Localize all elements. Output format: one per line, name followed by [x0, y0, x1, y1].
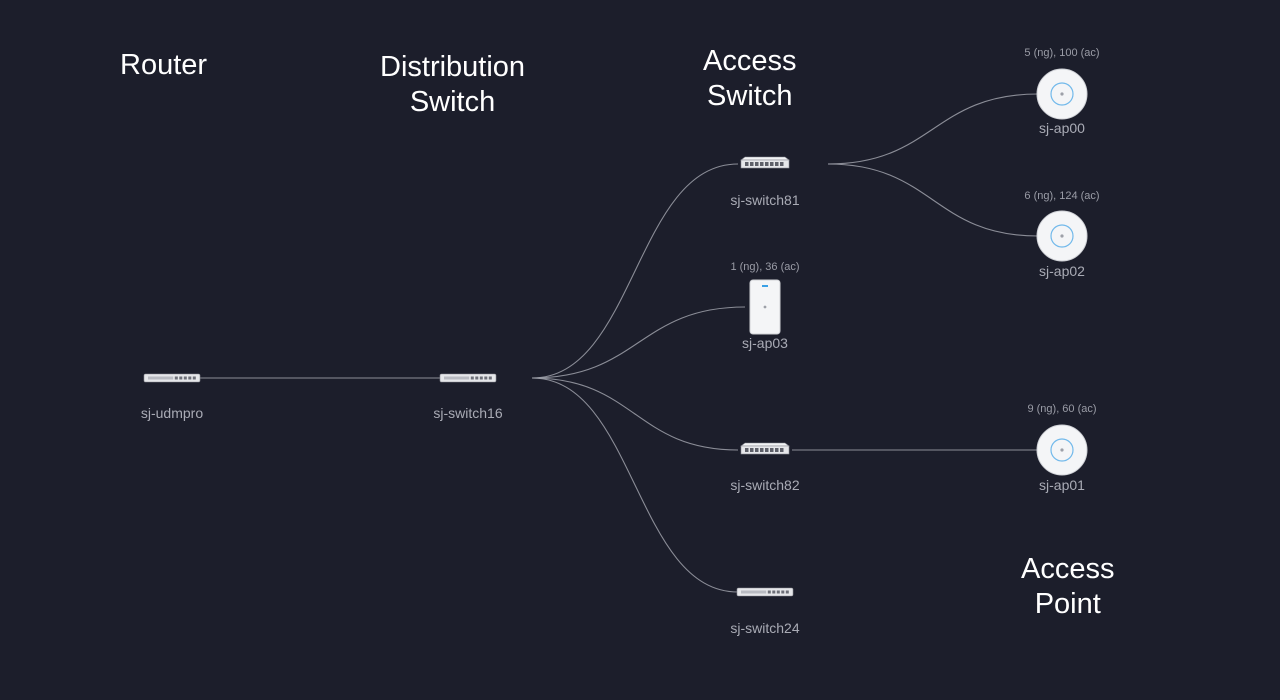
links-layer	[198, 93, 1039, 593]
link-switch16-ap03	[531, 306, 746, 379]
desktop-switch-switch82-icon[interactable]	[740, 442, 790, 455]
tier-label-access-point: Access Point	[1021, 553, 1115, 620]
link-switch81-ap02	[827, 163, 1039, 237]
node-name-switch82[interactable]: sj-switch82	[730, 477, 800, 493]
node-name-ap01[interactable]: sj-ap01	[1039, 477, 1085, 493]
node-name-switch81[interactable]: sj-switch81	[730, 192, 800, 208]
node-name-switch16[interactable]: sj-switch16	[433, 405, 503, 421]
node-name-udmpro[interactable]: sj-udmpro	[140, 405, 204, 421]
client-count-ap00: 5 (ng), 100 (ac)	[1024, 47, 1100, 59]
tier-label-router: Router	[120, 49, 208, 81]
ceiling-ap-ap00-icon[interactable]	[1036, 68, 1088, 120]
client-count-ap03: 1 (ng), 36 (ac)	[730, 261, 800, 273]
rack-gateway-udmpro-icon[interactable]	[143, 373, 201, 383]
rack-switch-switch24-icon[interactable]	[736, 587, 794, 597]
rack-switch-switch16-icon[interactable]	[439, 373, 497, 383]
node-name-ap03[interactable]: sj-ap03	[742, 335, 788, 351]
ceiling-ap-ap02-icon[interactable]	[1036, 210, 1088, 262]
link-switch16-switch81	[531, 163, 739, 379]
tier-label-access-switch: Access Switch	[703, 45, 797, 112]
in-wall-ap-ap03-icon[interactable]	[749, 279, 781, 335]
nodes-layer	[143, 68, 1088, 597]
ceiling-ap-ap01-icon[interactable]	[1036, 424, 1088, 476]
link-switch81-ap00	[827, 93, 1039, 165]
client-count-ap02: 6 (ng), 124 (ac)	[1024, 190, 1100, 202]
desktop-switch-switch81-icon[interactable]	[740, 156, 790, 169]
node-name-switch24[interactable]: sj-switch24	[730, 620, 800, 636]
tier-label-distribution-switch: Distribution Switch	[380, 51, 526, 118]
link-switch16-switch24	[531, 377, 739, 593]
node-name-ap00[interactable]: sj-ap00	[1039, 120, 1085, 136]
client-count-ap01: 9 (ng), 60 (ac)	[1027, 403, 1097, 415]
node-name-ap02[interactable]: sj-ap02	[1039, 263, 1085, 279]
link-switch16-switch82	[531, 377, 739, 451]
